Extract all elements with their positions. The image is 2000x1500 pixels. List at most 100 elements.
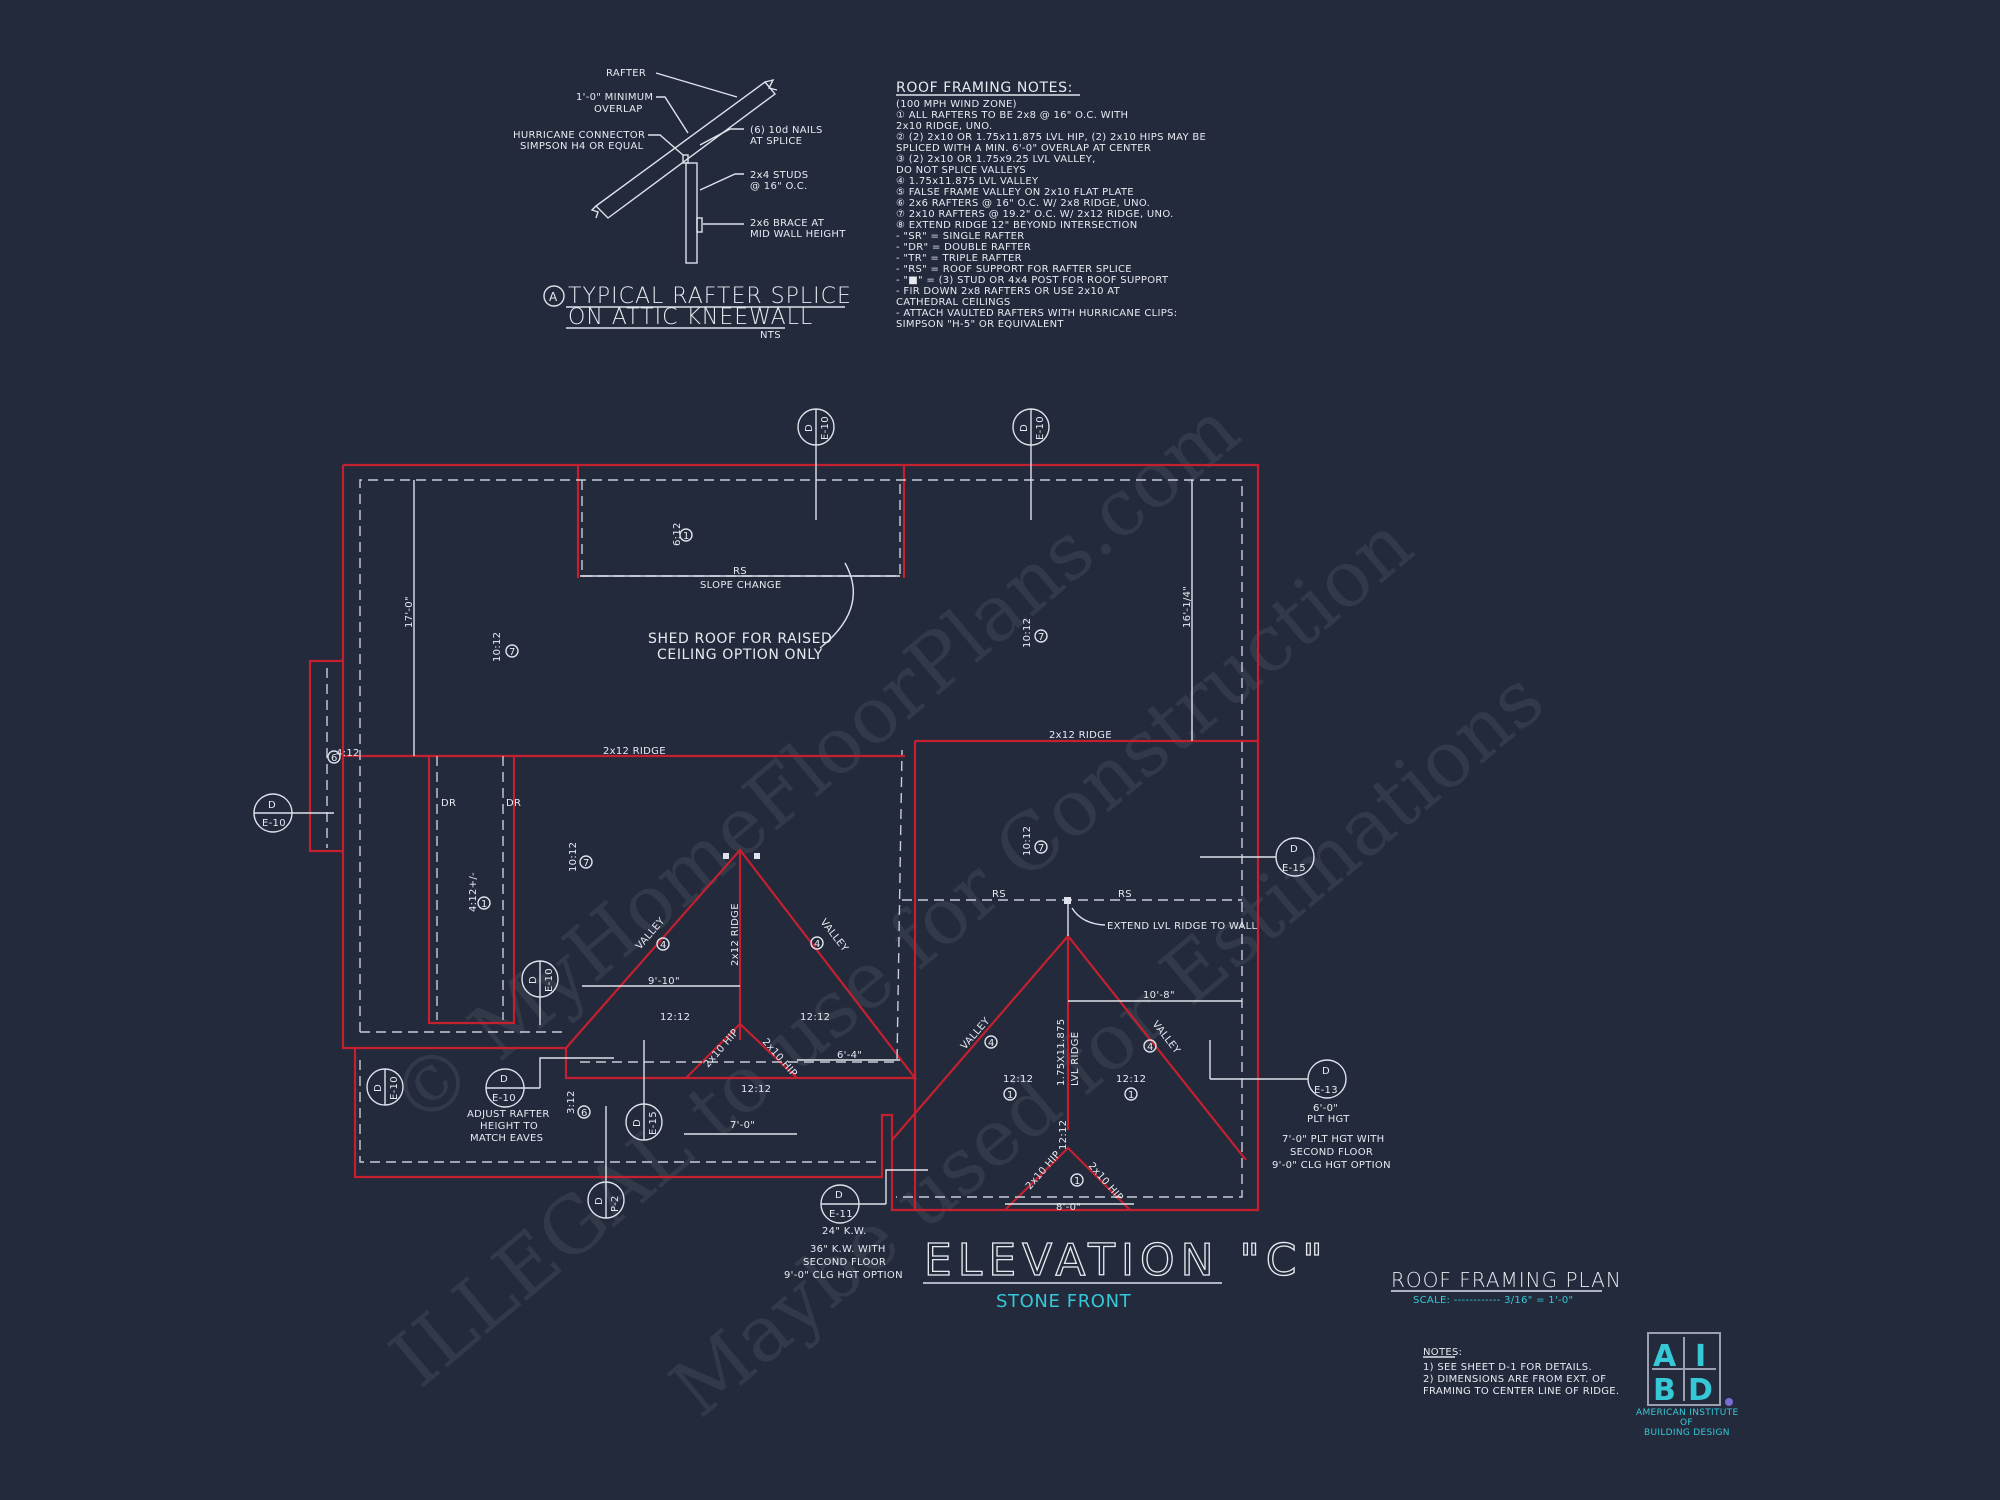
dr-label: DR: [441, 798, 456, 809]
section-marker[interactable]: D E-10: [797, 408, 835, 520]
post-marker: [1064, 897, 1071, 904]
extend-lvl-note: EXTEND LVL RIDGE TO WALL: [1107, 921, 1257, 932]
elevation-title: ELEVATION "C": [924, 1235, 1329, 1286]
callout-e13: 7'-0" PLT HGT WITH: [1282, 1134, 1384, 1145]
note-tag-circle: [656, 937, 670, 951]
callout-e11: 9'-0" CLG HGT OPTION: [784, 1270, 903, 1281]
section-marker[interactable]: D E-15: [1200, 837, 1315, 877]
note-tag-circle: [1143, 1039, 1157, 1053]
section-marker[interactable]: D E-10: [485, 1057, 614, 1108]
hurricane-connector-shape: [682, 154, 689, 164]
logo-name: OF: [1680, 1418, 1693, 1428]
section-markers: D E-10 D E-10 D E-10 D E-10: [253, 408, 1347, 1224]
detail-tag: A: [549, 290, 558, 304]
detail-title: TYPICAL RAFTER SPLICE: [568, 284, 852, 309]
note-line: (100 MPH WIND ZONE): [896, 99, 1017, 110]
section-marker[interactable]: D P-2: [587, 1106, 625, 1219]
marker-bottom: E-10: [1035, 416, 1046, 440]
marker-bottom: E-10: [820, 416, 831, 440]
marker-bottom: E-15: [648, 1111, 659, 1135]
note-tag: 1: [1128, 1090, 1135, 1101]
elevation-subtitle: STONE FRONT: [996, 1291, 1132, 1312]
logo-letter: I: [1695, 1339, 1706, 1374]
label-nails: AT SPLICE: [750, 136, 802, 147]
note-line: ② (2) 2x10 OR 1.75x11.875 LVL HIP, (2) 2…: [896, 132, 1206, 143]
roof-outline: [341, 463, 1260, 1212]
logo-letter: B: [1653, 1373, 1676, 1408]
section-marker[interactable]: D E-10: [521, 960, 559, 1025]
stud-shape: [685, 162, 698, 264]
plan-scale: SCALE: ------------ 3/16" = 1'-0": [1413, 1295, 1573, 1306]
dimension: 8'-0": [1056, 1202, 1081, 1213]
marker-bottom: E-13: [1314, 1085, 1338, 1096]
section-marker[interactable]: D E-15: [625, 1040, 663, 1141]
section-marker[interactable]: D E-13: [1209, 1040, 1347, 1099]
callout-e11: 24" K.W.: [822, 1226, 867, 1237]
marker-top: D: [632, 1119, 643, 1127]
section-marker[interactable]: D E-10: [253, 793, 334, 833]
note-line: - FIR DOWN 2x8 RAFTERS OR USE 2x10 AT: [896, 286, 1121, 297]
note-line: SIMPSON "H-5" OR EQUIVALENT: [896, 319, 1064, 330]
callout-e13: SECOND FLOOR: [1290, 1147, 1373, 1158]
section-marker[interactable]: D E-10: [1012, 408, 1050, 520]
leader: [656, 96, 689, 134]
notes-title: NOTES:: [1423, 1347, 1462, 1358]
note-tags: 1 7 7 7 7 6 1 6 4 4 4 4 1 1 1: [327, 528, 1157, 1187]
detail-scale: NTS: [760, 330, 781, 341]
note-tag-circle: [1034, 629, 1048, 643]
note-tag: 7: [1038, 632, 1045, 643]
leader: [655, 72, 738, 98]
note-tag-circle: [579, 855, 593, 869]
label-brace: MID WALL HEIGHT: [750, 229, 846, 240]
label-overlap: OVERLAP: [594, 104, 643, 115]
note-line: ⑤ FALSE FRAME VALLEY ON 2x10 FLAT PLATE: [896, 187, 1134, 198]
note-line: ④ 1.75x11.875 LVL VALLEY: [896, 176, 1039, 187]
pitch: 12:12: [1116, 1074, 1146, 1085]
note-tag: 6: [581, 1108, 588, 1119]
note-tag: 6: [331, 753, 338, 764]
logo-letter: D: [1688, 1373, 1713, 1408]
marker-bottom: E-10: [492, 1093, 516, 1104]
marker-top: D: [373, 1084, 384, 1092]
note-tag: 7: [1038, 843, 1045, 854]
break-mark: [764, 78, 778, 91]
shed-roof-note: SHED ROOF FOR RAISED: [648, 631, 832, 647]
note-line: - "TR" = TRIPLE RAFTER: [896, 253, 1022, 264]
ridge-label: 2x12 RIDGE: [730, 903, 741, 966]
note-tag: 1: [683, 531, 690, 542]
section-marker[interactable]: D E-11: [820, 1169, 928, 1224]
note-tag-circle: [679, 528, 693, 542]
note-line: ① ALL RAFTERS TO BE 2x8 @ 16" O.C. WITH: [896, 110, 1128, 121]
note-tag: 1: [481, 899, 488, 910]
note-tag: 7: [583, 858, 590, 869]
pitch: 3:12: [566, 1090, 577, 1114]
pitch: 12:12: [660, 1012, 690, 1023]
note-tag-circle: [1124, 1087, 1138, 1101]
note-tag-circle: [1003, 1087, 1017, 1101]
note-line: - "■" = (3) STUD OR 4x4 POST FOR ROOF SU…: [896, 275, 1169, 286]
post-marker: [754, 853, 760, 859]
note-line: 1) SEE SHEET D-1 FOR DETAILS.: [1423, 1362, 1592, 1373]
lvl-ridge-label: LVL RIDGE: [1070, 1032, 1081, 1086]
rs-label: RS: [1118, 889, 1132, 900]
label-brace: 2x6 BRACE AT: [750, 218, 825, 229]
rafter-shape: [594, 81, 777, 219]
callout-e11: SECOND FLOOR: [803, 1257, 886, 1268]
note-tag-circle: [327, 750, 341, 764]
callout-e13: 9'-0" CLG HGT OPTION: [1272, 1160, 1391, 1171]
pitch: 12:12: [1003, 1074, 1033, 1085]
note-line: 2x10 RIDGE, UNO.: [896, 121, 992, 132]
bay-outline: [308, 659, 343, 853]
note-line: ③ (2) 2x10 OR 1.75x9.25 LVL VALLEY,: [896, 154, 1096, 165]
label-connector: SIMPSON H4 OR EQUAL: [520, 141, 644, 152]
note-line: - ATTACH VAULTED RAFTERS WITH HURRICANE …: [896, 308, 1177, 319]
label-rafter: RAFTER: [606, 68, 646, 79]
marker-top: D: [500, 1074, 508, 1085]
shed-roof-note: CEILING OPTION ONLY: [657, 647, 823, 663]
gable-right-hips: [1004, 1146, 1131, 1211]
callout-e11: 36" K.W. WITH: [810, 1244, 886, 1255]
logo-name: BUILDING DESIGN: [1644, 1428, 1730, 1438]
section-marker[interactable]: D E-10: [366, 1068, 404, 1106]
note-tag-circle: [1070, 1173, 1084, 1187]
